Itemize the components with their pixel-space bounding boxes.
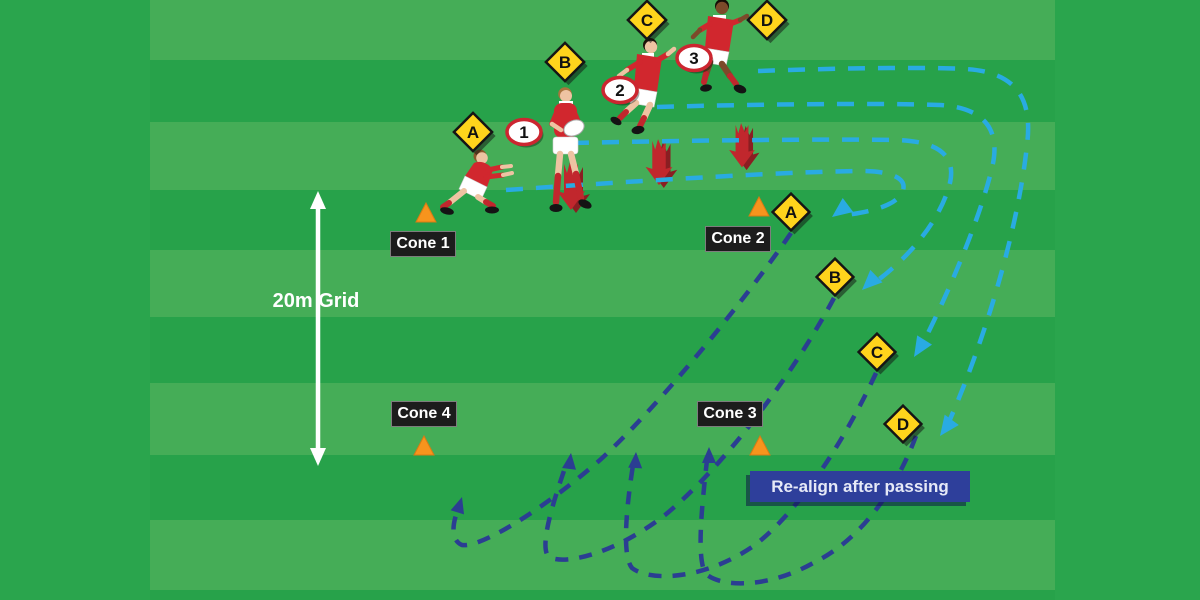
- pass-number-2-text: 2: [615, 81, 624, 100]
- pass-path-d: [757, 65, 1031, 425]
- pass-number-3: 3: [675, 43, 714, 74]
- stripe: [150, 122, 1055, 190]
- realign-marker-c-letter: C: [871, 343, 883, 362]
- realign-path-a: [451, 231, 793, 548]
- pass-arrowhead-a: [832, 197, 854, 217]
- rugby-ball-icon: [563, 119, 585, 137]
- cones: [413, 195, 771, 456]
- pass-paths: [505, 65, 1031, 436]
- cone-1-label: Cone 1: [390, 231, 456, 257]
- cone-3-label: Cone 3: [697, 401, 763, 427]
- pass-path-a: [505, 168, 906, 218]
- player-badge-d: D: [746, 0, 790, 44]
- player-badge-d-letter: D: [761, 11, 773, 30]
- player-b-shorts: [552, 136, 579, 155]
- stripe: [150, 0, 1055, 60]
- cone-2-icon: [748, 195, 770, 217]
- field-stripes: [150, 0, 1055, 600]
- realign-paths: [450, 231, 919, 586]
- player-badge-a: A: [452, 111, 496, 156]
- realign-marker-b: B: [814, 256, 857, 300]
- realign-arrowhead-c: [628, 452, 643, 469]
- realign-marker-a: A: [770, 191, 813, 235]
- stripe: [150, 250, 1055, 317]
- player-b: [549, 87, 592, 212]
- player-d-head: [715, 1, 729, 15]
- cone-4-label: Cone 4: [391, 401, 457, 427]
- player-a: [440, 149, 514, 215]
- player-badge-a-letter: A: [467, 123, 479, 142]
- realign-marker-a-letter: A: [785, 203, 797, 222]
- pass-number-2: 2: [601, 75, 640, 106]
- realign-arrowhead-a: [450, 497, 465, 515]
- pass-arrowhead-b: [862, 269, 883, 290]
- pass-path-c: [656, 101, 997, 347]
- realign-path-c: [623, 372, 879, 579]
- pass-arrowhead-c: [914, 335, 933, 357]
- cone-3-icon: [749, 434, 771, 456]
- realign-marker-d-letter: D: [897, 415, 909, 434]
- pass-path-b: [571, 137, 954, 285]
- realign-marker-b-letter: B: [829, 268, 841, 287]
- red-down-arrow-3: [729, 123, 760, 171]
- realign-path-b: [543, 296, 836, 562]
- player-d: [690, 0, 750, 94]
- cone-4-icon: [413, 434, 435, 456]
- arrow-up-icon: [310, 191, 326, 209]
- realign-marker-d: D: [882, 403, 925, 447]
- pass-arrowhead-d: [940, 414, 959, 436]
- player-badge-b-letter: B: [559, 53, 571, 72]
- pass-number-1-text: 1: [519, 123, 528, 142]
- stripe: [150, 383, 1055, 455]
- grid-size-label: 20m Grid: [272, 290, 360, 312]
- pass-number-1: 1: [505, 117, 544, 148]
- pass-number-3-text: 3: [689, 49, 698, 68]
- cone-2-label: Cone 2: [705, 226, 771, 252]
- player-badge-c-letter: C: [641, 11, 653, 30]
- realign-arrowhead-b: [562, 453, 576, 470]
- realign-banner: Re-align after passing: [750, 471, 970, 502]
- player-b-head: [560, 90, 572, 102]
- arrow-down-icon: [310, 448, 326, 466]
- player-c-head: [644, 40, 658, 54]
- realign-arrowhead-d: [702, 447, 716, 463]
- realign-marker-c: C: [856, 331, 899, 375]
- cone-1-icon: [415, 201, 437, 223]
- stripe: [150, 520, 1055, 590]
- player-a-head: [476, 152, 488, 164]
- grid-measure-arrow: [310, 191, 326, 466]
- realign-path-d: [698, 435, 919, 586]
